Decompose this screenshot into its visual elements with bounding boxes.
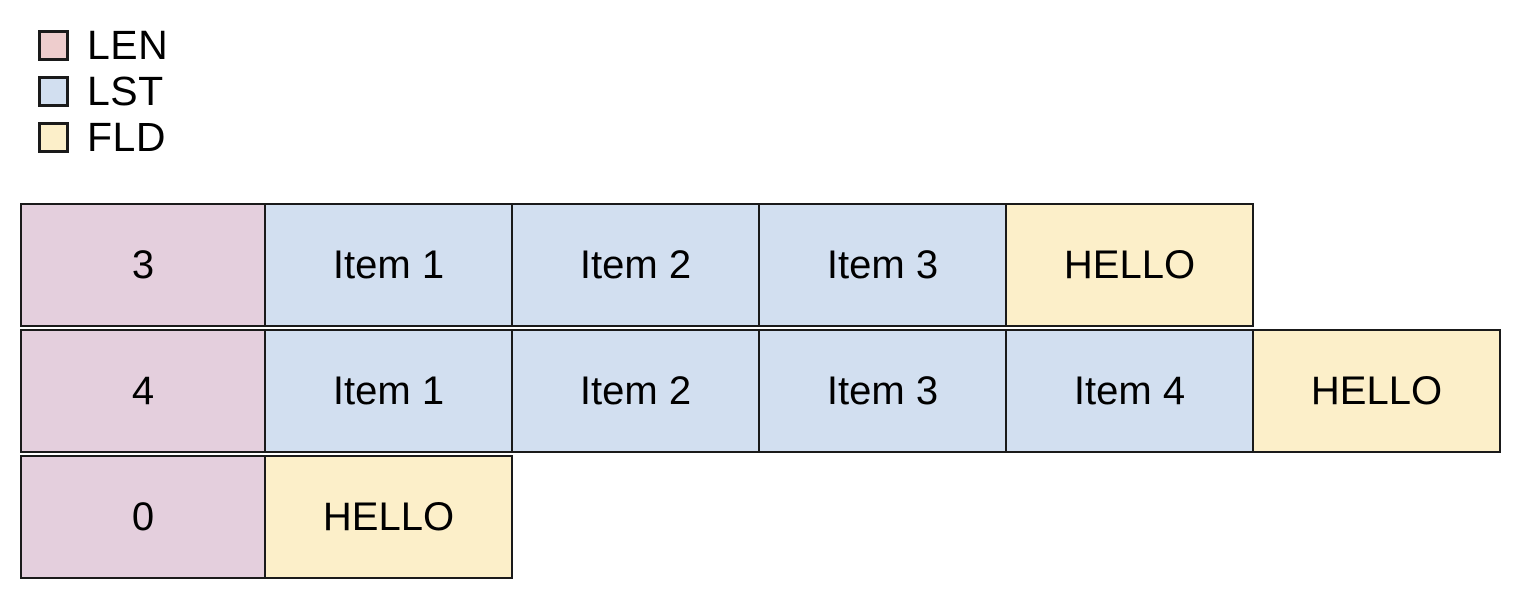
diagram-cell-fld: HELLO — [1252, 329, 1501, 453]
diagram-cell-fld: HELLO — [1005, 203, 1254, 327]
lst-swatch — [38, 75, 69, 107]
legend-item-len: LEN — [38, 22, 438, 68]
legend-label-fld: FLD — [87, 113, 166, 160]
diagram-cell-label: 4 — [131, 369, 155, 413]
diagram-cell-len: 4 — [20, 329, 266, 453]
diagram-cell-label: 0 — [131, 495, 155, 539]
diagram-cell-lst: Item 2 — [511, 329, 760, 453]
diagram-cell-lst: Item 3 — [758, 329, 1007, 453]
legend-label-lst: LST — [87, 67, 164, 114]
diagram-cell-lst: Item 4 — [1005, 329, 1254, 453]
diagram-cell-label: HELLO — [1310, 369, 1443, 413]
diagram-cell-len: 0 — [20, 455, 266, 579]
legend-item-lst: LST — [38, 68, 438, 114]
diagram-cell-fld: HELLO — [264, 455, 513, 579]
diagram-cell-lst: Item 3 — [758, 203, 1007, 327]
diagram-cell-label: Item 2 — [579, 243, 692, 287]
diagram-cell-lst: Item 2 — [511, 203, 760, 327]
fld-swatch — [38, 121, 69, 153]
diagram-cell-label: Item 1 — [332, 369, 445, 413]
diagram-cell-label: Item 2 — [579, 369, 692, 413]
diagram-cell-label: Item 3 — [826, 243, 939, 287]
diagram-row: 3 Item 1 Item 2 Item 3 HELLO — [20, 203, 1499, 327]
diagram-cell-label: 3 — [131, 243, 155, 287]
diagram-cell-label: Item 3 — [826, 369, 939, 413]
len-swatch — [38, 29, 69, 61]
diagram-row: 0 HELLO — [20, 455, 1499, 579]
diagram-cell-label: Item 4 — [1073, 369, 1186, 413]
diagram-cell-lst: Item 1 — [264, 203, 513, 327]
diagram-row: 4 Item 1 Item 2 Item 3 Item 4 HELLO — [20, 329, 1501, 453]
diagram-cell-label: HELLO — [1063, 243, 1196, 287]
legend-label-len: LEN — [87, 21, 169, 68]
diagram-cell-label: HELLO — [322, 495, 455, 539]
diagram-cell-label: Item 1 — [332, 243, 445, 287]
legend-item-fld: FLD — [38, 114, 438, 160]
diagram-cell-len: 3 — [20, 203, 266, 327]
diagram-cell-lst: Item 1 — [264, 329, 513, 453]
